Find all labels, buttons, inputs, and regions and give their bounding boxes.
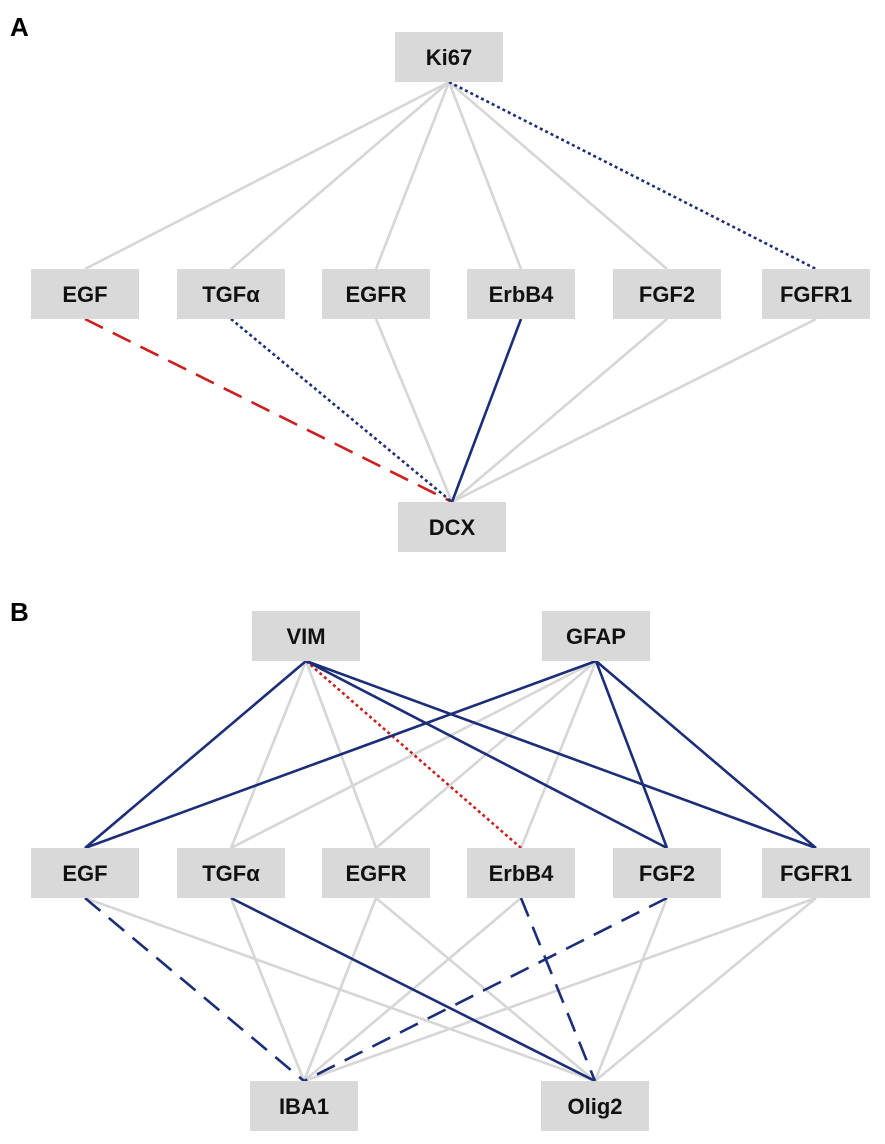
panel-b-edge-vim-fgf2 — [305, 659, 668, 850]
panel-b-edge-vim-fgfr1 — [305, 659, 817, 850]
panel-a-node-box-tgfa — [177, 269, 285, 319]
panel-a-node-box-ki67 — [395, 32, 503, 82]
panel-b-edge-fgfr1-iba1 — [303, 896, 817, 1083]
panel-a-edge-ki67-fgfr1 — [448, 80, 817, 271]
panel-b-node-label-vim: VIM — [286, 624, 325, 649]
panel-b-node-egf: EGF — [31, 848, 139, 898]
panel-a-node-label-fgfr1: FGFR1 — [780, 282, 852, 307]
panel-b-edge-tgfa-iba1 — [229, 897, 306, 1082]
panel-b-node-box-olig2 — [541, 1081, 649, 1131]
panel-b-node-box-vim — [252, 611, 360, 661]
panel-b-edge-gfap-fgfr1 — [595, 660, 817, 849]
panel-b-edges — [84, 659, 817, 1083]
panel-a-node-egf: EGF — [31, 269, 139, 319]
panel-a-edge-ki67-erbb4 — [447, 81, 523, 270]
panel-a-edge-ki67-fgf2 — [448, 81, 668, 270]
panel-a-node-erbb4: ErbB4 — [467, 269, 575, 319]
panel-a-node-box-fgf2 — [613, 269, 721, 319]
panel-a-node-box-erbb4 — [467, 269, 575, 319]
panel-b-node-box-iba1 — [250, 1081, 358, 1131]
panel-b-edge-fgf2-olig2 — [593, 897, 669, 1082]
panel-a-node-label-fgf2: FGF2 — [639, 282, 695, 307]
panel-b-edge-vim-tgfa — [229, 660, 308, 849]
panel-a-node-label-tgfa: TGFα — [202, 282, 260, 307]
panel-a-edge-fgf2-dcx — [451, 318, 668, 503]
panel-b-node-box-fgf2 — [613, 848, 721, 898]
panel-b-node-label-fgf2: FGF2 — [639, 861, 695, 886]
panel-b-node-box-erbb4 — [467, 848, 575, 898]
panel-b-edge-vim-egf — [84, 660, 307, 849]
panel-a-node-label-egfr: EGFR — [345, 282, 406, 307]
panel-a-edge-ki67-egf — [84, 80, 450, 271]
panel-b-edge-fgf2-iba1 — [303, 896, 668, 1083]
panel-b-node-label-olig2: Olig2 — [567, 1094, 622, 1119]
panel-b-node-vim: VIM — [252, 611, 360, 661]
panel-a-node-ki67: Ki67 — [395, 32, 503, 82]
panel-a-node-egfr: EGFR — [322, 269, 430, 319]
panel-a-node-fgf2: FGF2 — [613, 269, 721, 319]
panel-a-node-dcx: DCX — [398, 502, 506, 552]
panel-a-node-box-egfr — [322, 269, 430, 319]
panel-b-edge-fgfr1-olig2 — [594, 896, 817, 1083]
panel-a-node-label-egf: EGF — [62, 282, 107, 307]
panel-b-node-fgf2: FGF2 — [613, 848, 721, 898]
panel-a-node-box-dcx — [398, 502, 506, 552]
panel-b-edge-egf-iba1 — [84, 897, 305, 1082]
panel-b-node-gfap: GFAP — [542, 611, 650, 661]
panel-a-node-label-erbb4: ErbB4 — [489, 282, 555, 307]
panel-b-edge-gfap-egf — [84, 659, 597, 850]
panel-b-node-box-egfr — [322, 848, 430, 898]
panel-b-node-label-erbb4: ErbB4 — [489, 861, 555, 886]
panel-b-node-egfr: EGFR — [322, 848, 430, 898]
panel-b-node-tgfa: TGFα — [177, 848, 285, 898]
panel-b-node-label-fgfr1: FGFR1 — [780, 861, 852, 886]
panel-a-edge-ki67-tgfa — [230, 81, 450, 270]
panel-a-edge-erbb4-dcx — [450, 318, 523, 503]
panel-b-node-iba1: IBA1 — [250, 1081, 358, 1131]
panel-b-node-olig2: Olig2 — [541, 1081, 649, 1131]
panel-a-edge-fgfr1-dcx — [451, 317, 817, 504]
panel-a-node-box-fgfr1 — [762, 269, 870, 319]
panel-a-node-box-egf — [31, 269, 139, 319]
panel-b-node-label-egfr: EGFR — [345, 861, 406, 886]
panel-b-edge-gfap-tgfa — [230, 659, 597, 850]
panel-a-node-tgfa: TGFα — [177, 269, 285, 319]
panel-b-edge-erbb4-olig2 — [519, 897, 597, 1082]
panel-a-edge-egf-dcx — [84, 317, 453, 504]
panel-b-node-box-fgfr1 — [762, 848, 870, 898]
panel-b-node-erbb4: ErbB4 — [467, 848, 575, 898]
panel-b-node-box-egf — [31, 848, 139, 898]
panel-b-node-box-tgfa — [177, 848, 285, 898]
panel-b-edge-tgfa-olig2 — [230, 896, 596, 1083]
panel-a-edge-ki67-egfr — [374, 81, 451, 270]
panel-b-node-label-iba1: IBA1 — [279, 1094, 329, 1119]
panel-a-node-fgfr1: FGFR1 — [762, 269, 870, 319]
panel-b-node-label-tgfa: TGFα — [202, 861, 260, 886]
panel-a-edge-egfr-dcx — [374, 318, 454, 503]
panel-b-edge-egfr-iba1 — [302, 897, 378, 1082]
panel-a-node-label-dcx: DCX — [429, 515, 476, 540]
panel-a-node-label-ki67: Ki67 — [426, 45, 472, 70]
panel-a-label: A — [10, 12, 29, 42]
panel-a-edge-tgfa-dcx — [230, 317, 453, 504]
panel-a-edges — [84, 80, 817, 504]
panel-b-node-label-gfap: GFAP — [566, 624, 626, 649]
panel-b-node-box-gfap — [542, 611, 650, 661]
panel-b-node-fgfr1: FGFR1 — [762, 848, 870, 898]
panel-b-edge-gfap-fgf2 — [594, 660, 669, 849]
panel-b-label: B — [10, 597, 29, 627]
panel-b-node-label-egf: EGF — [62, 861, 107, 886]
